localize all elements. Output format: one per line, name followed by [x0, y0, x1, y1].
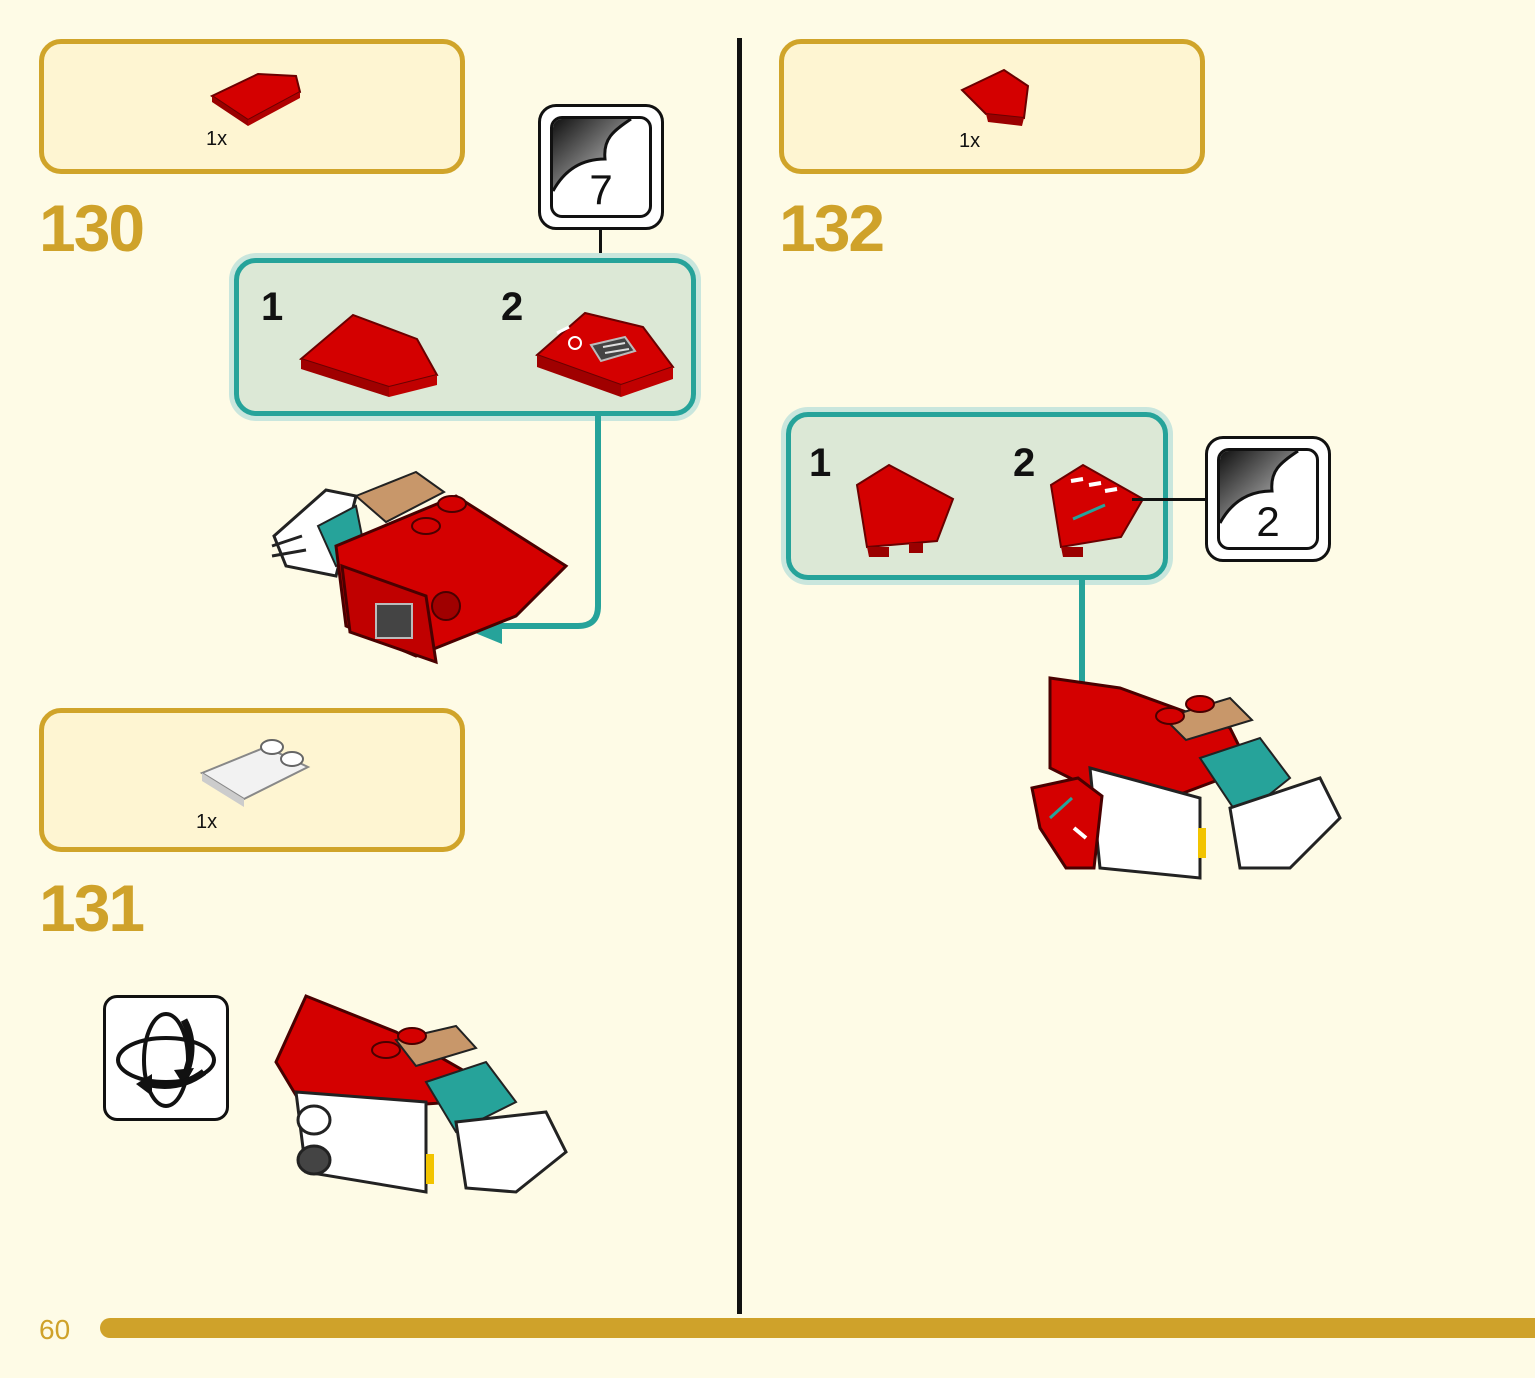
white-plate-with-studs-part-icon	[199, 739, 311, 807]
model-assembly-step-132-icon	[1030, 676, 1342, 880]
parts-box-step-130: 1x	[39, 39, 465, 174]
sub-assembly-box-step-132: 1 2	[786, 412, 1168, 580]
parts-box-step-131: 1x	[39, 708, 465, 852]
sticker-number: 7	[589, 166, 613, 213]
step-number-130: 130	[39, 191, 145, 265]
rotate-model-icon	[103, 995, 229, 1121]
step-number-131: 131	[39, 871, 145, 945]
sticker-peel-icon	[553, 119, 632, 192]
sticker-number: 2	[1256, 498, 1280, 545]
part-quantity: 1x	[959, 130, 981, 152]
red-wedge-plate-icon	[298, 313, 439, 397]
model-assembly-step-131-icon	[274, 994, 568, 1194]
sticker-peel-icon	[1220, 451, 1299, 524]
model-assembly-step-130-icon	[271, 470, 569, 665]
sub-step-1: 1	[261, 285, 284, 329]
sticker-leader-line	[1132, 498, 1208, 501]
red-wedge-plate-part-icon	[209, 72, 302, 126]
sticker-callout-2: 2	[1205, 436, 1331, 562]
rotate-arrows-icon	[116, 1012, 216, 1108]
footer-progress-bar	[100, 1318, 1535, 1338]
red-wedge-part-icon	[960, 68, 1030, 126]
part-quantity: 1x	[206, 128, 228, 150]
parts-box-step-132: 1x	[779, 39, 1205, 174]
sub-step-2: 2	[1013, 441, 1036, 485]
sub-step-1: 1	[809, 441, 832, 485]
step-number-132: 132	[779, 191, 885, 265]
red-wedge-icon	[855, 463, 955, 557]
red-wedge-plate-with-sticker-icon	[535, 311, 675, 397]
part-quantity: 1x	[196, 811, 218, 833]
sub-step-2: 2	[501, 285, 524, 329]
sub-assembly-box-step-130: 1 2	[234, 258, 696, 416]
sticker-callout-7: 7	[538, 104, 664, 230]
red-wedge-with-sticker-icon	[1049, 463, 1145, 557]
page-number: 60	[39, 1314, 71, 1345]
column-divider	[737, 38, 742, 1314]
